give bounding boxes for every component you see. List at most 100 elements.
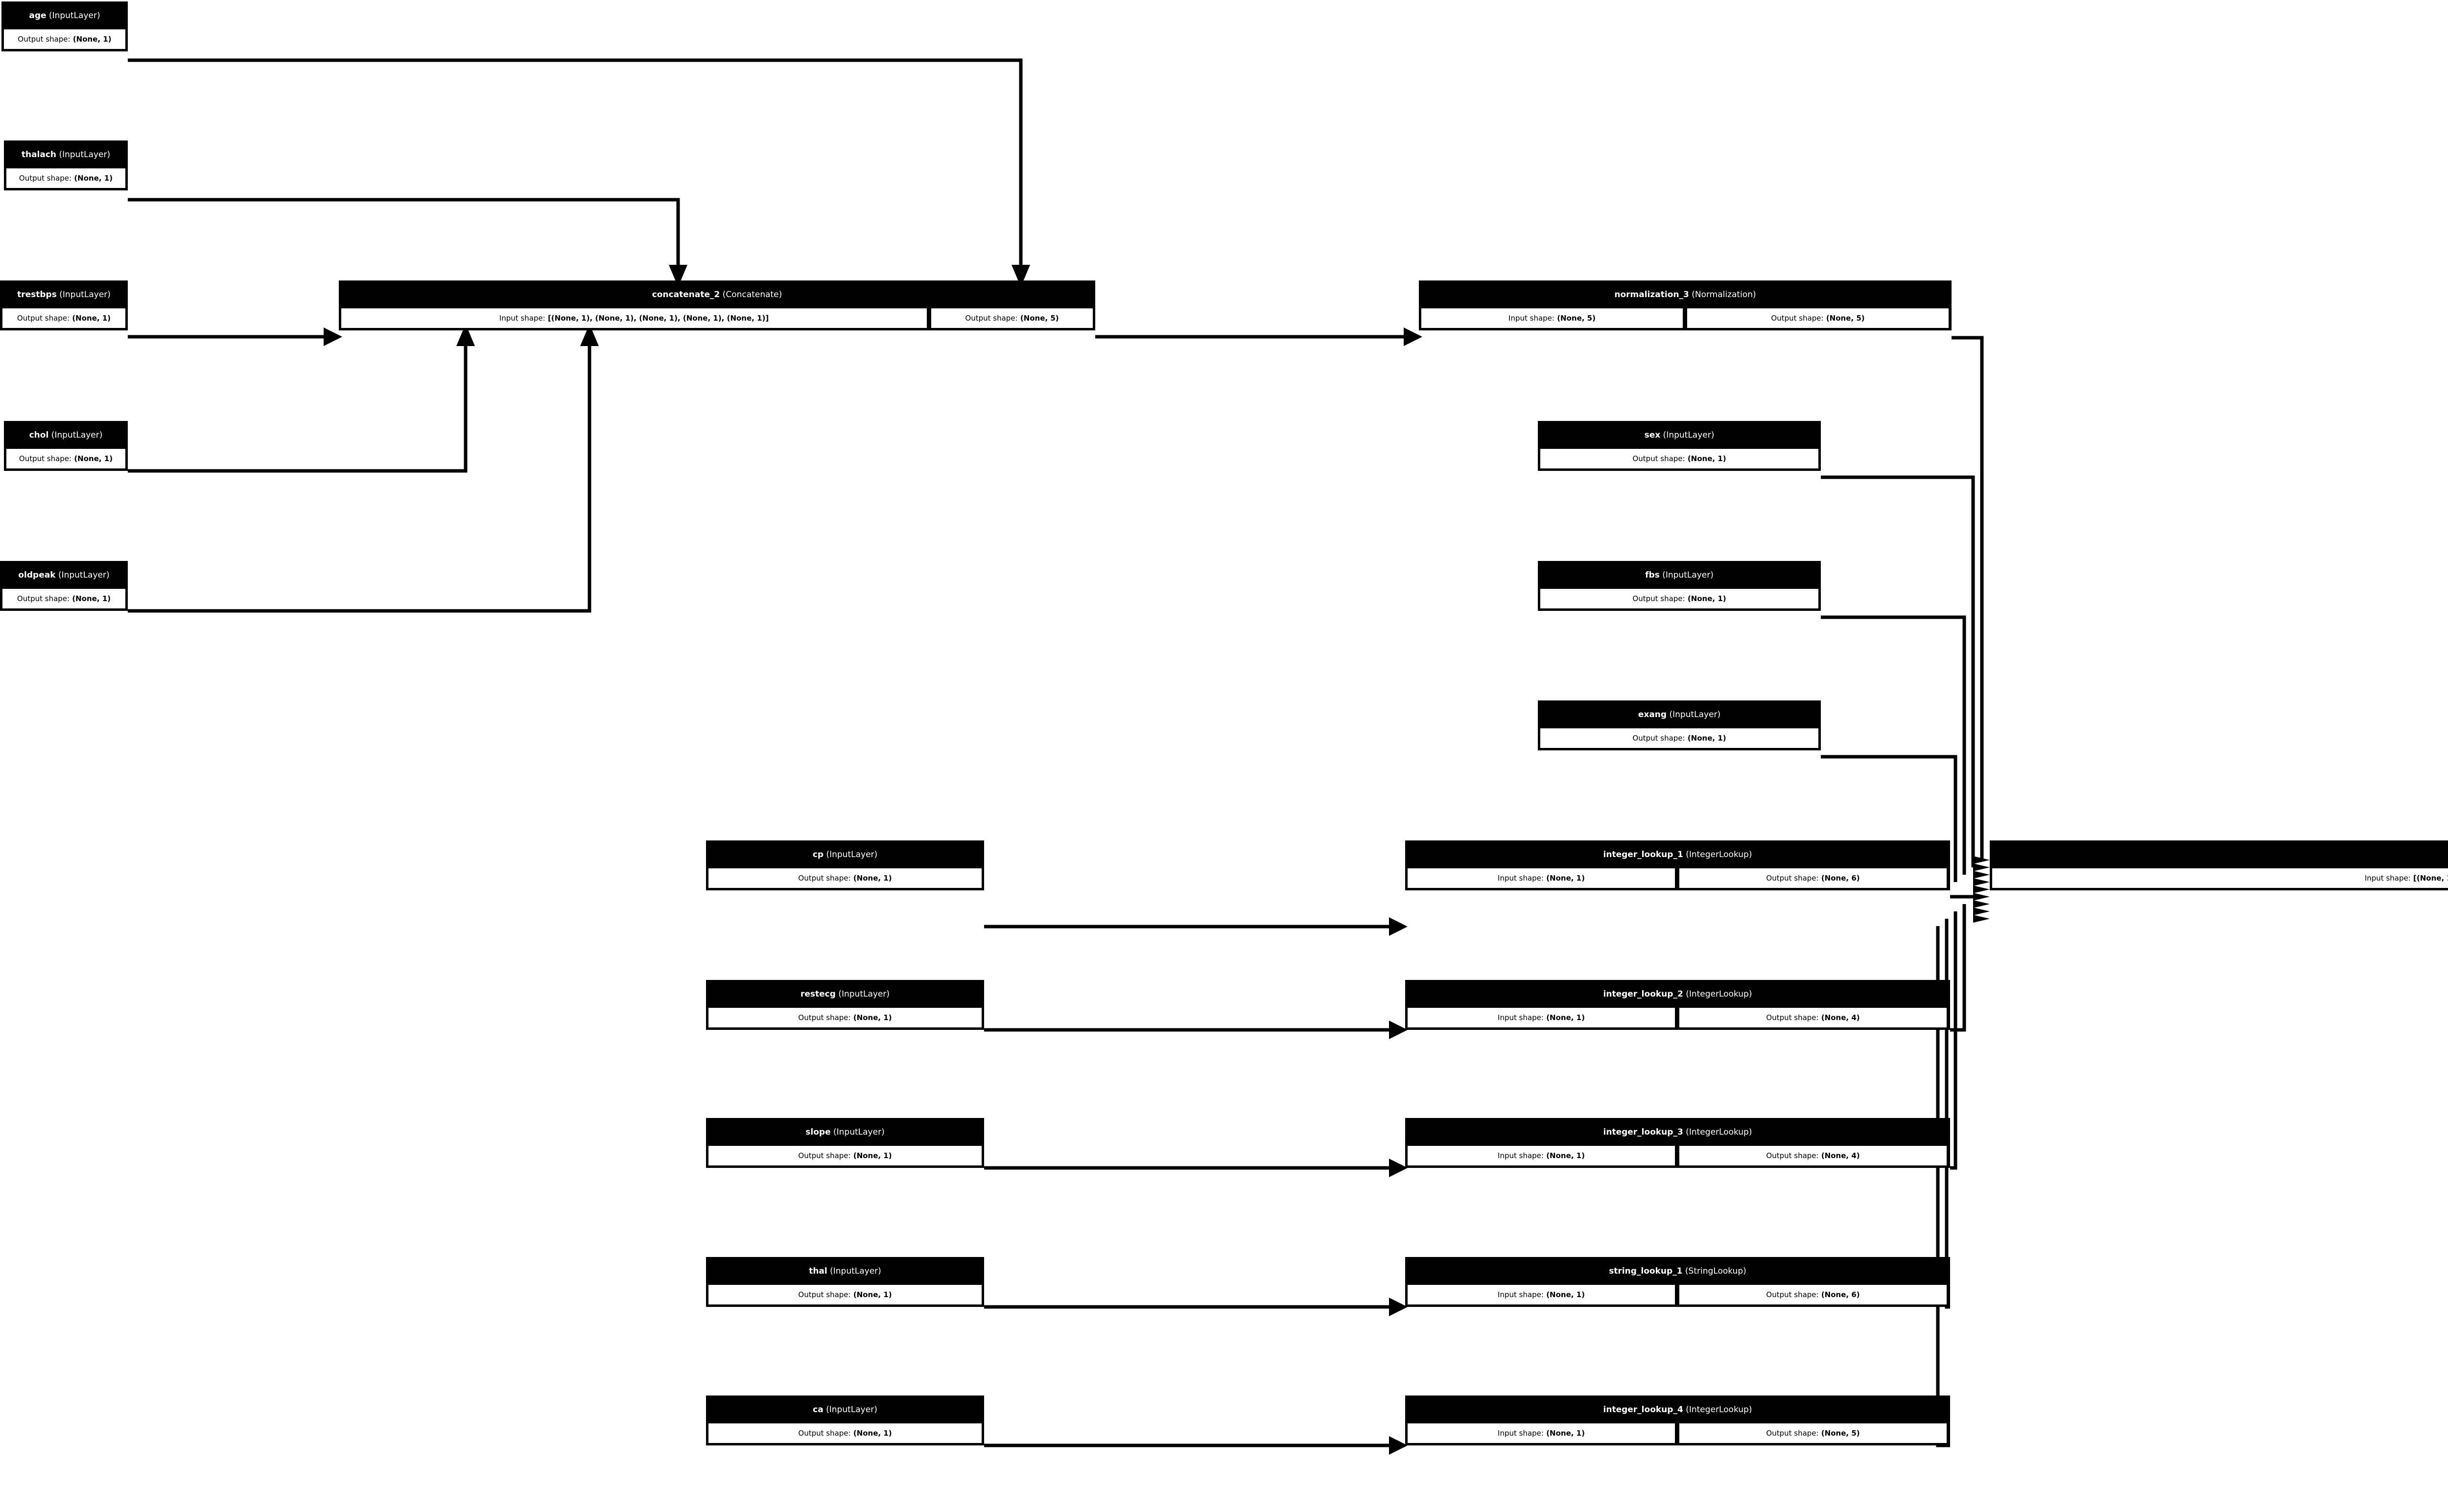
layer-node-chol[interactable]: chol(InputLayer)Output shape:(None, 1) [4,421,128,471]
edge-chol-to-concatenate_2 [128,337,468,473]
shape-label: Input shape: [1498,1290,1544,1299]
shape-value: (None, 1) [1687,734,1726,743]
shape-value: (None, 6) [1821,874,1860,883]
output-shape-cell: Output shape:(None, 1) [707,1422,983,1444]
layer-node-body: Input shape:(None, 1)Output shape:(None,… [1407,867,1949,889]
layer-node-cp[interactable]: cp(InputLayer)Output shape:(None, 1) [706,840,984,890]
shape-value: (None, 1) [1546,1013,1585,1022]
layer-node-age[interactable]: age(InputLayer)Output shape:(None, 1) [1,1,128,51]
shape-value: (None, 1) [853,1013,892,1022]
layer-node-body: Input shape:(None, 1) Output shape: (None,… [1407,1422,1949,1444]
shape-label: Output shape: [1766,1429,1819,1438]
arrowhead-bundle [1973,900,1990,908]
arrowhead-bundle [1973,878,1990,886]
layer-type: (IntegerLookup) [1686,989,1752,999]
layer-type: (StringLookup) [1685,1266,1746,1276]
layer-node-fbs[interactable]: fbs(InputLayer)Output shape:(None, 1) [1538,561,1821,611]
shape-value: (None, 1) [1687,594,1726,603]
arrowhead-bundle [1973,885,1990,893]
edge-normalization_3-to-concatenate_3 [1952,336,1984,860]
layer-node-ca[interactable]: ca(InputLayer)Output shape:(None, 1) [706,1396,984,1445]
layer-node-header: sex(InputLayer) [1539,422,1819,448]
layer-name: thalach [21,150,57,160]
layer-node-thalach[interactable]: thalach(InputLayer)Output shape:(None, 1… [4,140,128,190]
layer-name: exang [1638,710,1667,720]
shape-label: Output shape: [1771,314,1824,323]
layer-name: cp [812,850,824,860]
layer-node-slope[interactable]: slope(InputLayer)Output shape:(None, 1) [706,1118,984,1168]
shape-label: Output shape: [1766,1290,1819,1299]
shape-value: (None, 1) [853,874,892,883]
shape-label: Output shape: [17,594,70,603]
layer-node-integer_lookup_2[interactable]: integer_lookup_2(IntegerLookup) Input sha… [1405,980,1950,1030]
shape-value: (None, 5) [1826,314,1865,323]
layer-name: integer_lookup_2 [1603,989,1683,999]
layer-node-restecg[interactable]: restecg(InputLayer)Output shape:(None, 1… [706,980,984,1030]
layer-node-integer_lookup_3[interactable]: integer_lookup_3(IntegerLookup) Input sha… [1405,1118,1950,1168]
output-shape-cell: Output shape:(None, 6) [1678,1284,1948,1305]
output-shape-cell: Output shape:(None, 1) [5,448,126,469]
output-shape-cell: Output shape:(None, 5) [930,307,1094,329]
layer-type: (InputLayer) [838,989,890,999]
edge-fbs-to-concatenate_3 [1821,615,1966,875]
layer-name: normalization_3 [1614,290,1689,300]
layer-name: integer_lookup_1 [1603,850,1683,860]
layer-node-header: thalach(InputLayer) [5,142,126,167]
layer-type: (IntegerLookup) [1686,1405,1752,1415]
layer-name: chol [29,430,49,440]
shape-value: (None, 1) [74,454,113,463]
layer-node-body: Output shape:(None, 1) [1539,727,1819,749]
shape-value: (None, 1) [72,314,111,323]
layer-node-header: integer_lookup_4(IntegerLookup) [1407,1397,1949,1422]
layer-type: (InputLayer) [826,850,878,860]
layer-type: (IntegerLookup) [1686,1127,1752,1137]
layer-name: integer_lookup_3 [1603,1127,1683,1137]
layer-node-concatenate_2[interactable]: concatenate_2(Concatenate)Input shape:[(… [339,280,1095,330]
shape-label: Input shape: [1498,1013,1544,1022]
input-shape-cell: Input shape:(None, 1) [1407,1422,1676,1444]
layer-name: string_lookup_1 [1609,1266,1683,1276]
layer-node-header: trestbps(InputLayer) [1,282,126,307]
layer-node-thal[interactable]: thal(InputLayer)Output shape:(None, 1) [706,1257,984,1307]
output-shape-cell: Output shape:(None, 4) [1678,1145,1948,1166]
layer-type: (Concatenate) [722,290,782,300]
layer-node-trestbps[interactable]: trestbps(InputLayer) Output shape:(None, … [0,280,128,330]
edge-age-to-concatenate_2 [128,58,1023,274]
shape-label: Output shape: [17,314,70,323]
shape-value: (None, 1) [1546,1429,1585,1438]
input-shape-cell: Input shape:[(None, 1), (None, 1), (None… [1991,867,2448,889]
shape-value: (None, 1) [1687,454,1726,463]
layer-node-exang[interactable]: exang(InputLayer)Output shape:(None, 1) [1538,700,1821,750]
layer-name: restecg [800,989,836,999]
layer-node-body: Output shape:(None, 1) [1,588,126,609]
layer-node-integer_lookup_4[interactable]: integer_lookup_4(IntegerLookup)Input sha… [1405,1396,1950,1445]
layer-name: ca [813,1405,824,1415]
shape-label: Output shape: [1632,594,1685,603]
layer-type: (InputLayer) [59,290,111,300]
layer-node-normalization_3[interactable]: normalization_3(Normalization)Input shap… [1419,280,1952,330]
layer-node-body: Input shape:(None, 1)Output shape:(None,… [1407,1145,1949,1166]
input-shape-cell: Input shape:[(None, 1), (None, 1), (None… [340,307,928,329]
shape-label: Output shape: [798,1290,851,1299]
layer-node-concatenate_3[interactable]: concatenate_3(Concatenate)Input shape:[(… [1990,840,2448,890]
output-shape-cell: Output shape:(None, 1) [1,588,126,609]
shape-value: (None, 1) [72,594,111,603]
layer-node-sex[interactable]: sex(InputLayer)Output shape:(None, 1) [1538,421,1821,471]
layer-node-integer_lookup_1[interactable]: integer_lookup_1(IntegerLookup)Input sha… [1405,840,1950,890]
layer-node-header: normalization_3(Normalization) [1420,282,1950,307]
layer-node-body: Output shape:(None, 1) [707,1284,983,1305]
layer-node-header: thal(InputLayer) [707,1258,983,1284]
layer-node-header: oldpeak(InputLayer) [1,562,126,588]
layer-node-oldpeak[interactable]: oldpeak(InputLayer)Output shape:(None, 1… [0,561,128,611]
layer-node-header: cp(InputLayer) [707,842,983,867]
shape-value: (None, 4) [1821,1151,1860,1160]
layer-node-header: exang(InputLayer) [1539,702,1819,727]
shape-value: (None, 1) [1546,1151,1585,1160]
shape-label: Output shape: [1632,734,1685,743]
layer-node-string_lookup_1[interactable]: string_lookup_1(StringLookup) Input shape… [1405,1257,1950,1307]
shape-label: Output shape: [965,314,1018,323]
layer-node-body: Input shape:[(None, 1), (None, 1), (None… [340,307,1094,329]
shape-value: (None, 1) [853,1290,892,1299]
output-shape-cell: Output shape:(None, 1) [5,167,126,189]
